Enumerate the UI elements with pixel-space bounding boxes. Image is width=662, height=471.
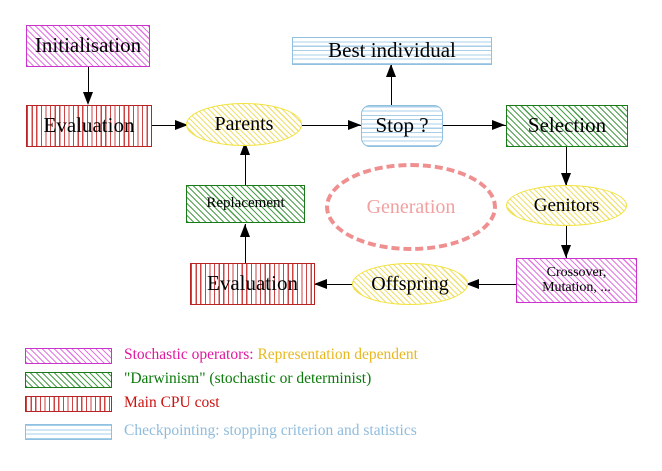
arrowhead-left bbox=[314, 278, 327, 289]
node-offspring[interactable]: Offspring bbox=[352, 263, 468, 305]
edge-parents-stop bbox=[302, 125, 362, 127]
node-selection[interactable]: Selection bbox=[506, 105, 628, 147]
edge-offspring-evaluation bbox=[314, 284, 356, 286]
legend-label-darwinism: "Darwinism" (stochastic or determinist) bbox=[124, 370, 372, 387]
node-crossover-mutation[interactable]: Crossover, Mutation, ... bbox=[516, 258, 637, 303]
node-initialisation-label: Initialisation bbox=[34, 33, 142, 58]
legend-swatch-blue bbox=[25, 424, 112, 440]
arrowhead-up bbox=[239, 142, 250, 155]
arrowhead-down bbox=[560, 173, 571, 186]
node-stop-label: Stop ? bbox=[375, 113, 429, 138]
legend-label-stochastic-text: Stochastic operators: bbox=[124, 346, 254, 363]
edge-genitors-crossover bbox=[566, 225, 568, 258]
node-generation-label: Generation bbox=[366, 195, 456, 218]
edge-evaluation-replacement bbox=[245, 224, 247, 266]
node-genitors[interactable]: Genitors bbox=[506, 185, 627, 226]
arrowhead-right bbox=[492, 119, 505, 130]
edge-crossover-offspring bbox=[466, 284, 516, 286]
node-crossover-mutation-label: Crossover, Mutation, ... bbox=[542, 265, 611, 295]
node-replacement-label: Replacement bbox=[206, 195, 285, 212]
arrowhead-up bbox=[239, 224, 250, 237]
node-offspring-label: Offspring bbox=[371, 272, 449, 295]
legend-label-checkpointing: Checkpointing: stopping criterion and st… bbox=[124, 422, 417, 439]
arrowhead-up bbox=[385, 64, 396, 77]
legend-label-main-cpu-cost: Main CPU cost bbox=[124, 394, 220, 411]
legend-label-stochastic: Stochastic operators: Representation dep… bbox=[124, 346, 418, 364]
arrowhead-right bbox=[175, 119, 188, 130]
edge-stop-best bbox=[391, 64, 393, 106]
legend-swatch-magenta bbox=[25, 348, 112, 364]
edge-selection-genitors bbox=[566, 146, 568, 186]
node-parents[interactable]: Parents bbox=[186, 103, 302, 146]
arrowhead-down bbox=[82, 92, 93, 105]
node-best-individual[interactable]: Best individual bbox=[292, 37, 492, 65]
node-selection-label: Selection bbox=[527, 113, 607, 138]
node-evaluation-bottom-label: Evaluation bbox=[207, 271, 298, 296]
legend-swatch-green bbox=[25, 372, 112, 388]
edge-replacement-parents bbox=[245, 142, 247, 186]
node-evaluation-top-label: Evaluation bbox=[43, 113, 135, 138]
edge-stop-selection bbox=[443, 125, 506, 127]
node-stop[interactable]: Stop ? bbox=[361, 105, 443, 147]
node-genitors-label: Genitors bbox=[533, 194, 600, 216]
arrowhead-down bbox=[560, 245, 571, 258]
arrowhead-left bbox=[466, 278, 479, 289]
legend-label-representation-dependent: Representation dependent bbox=[253, 346, 418, 363]
node-replacement[interactable]: Replacement bbox=[186, 185, 305, 223]
edge-evaluation-parents bbox=[152, 125, 188, 127]
node-evaluation-bottom[interactable]: Evaluation bbox=[190, 263, 315, 305]
legend-swatch-red bbox=[25, 396, 112, 412]
node-initialisation[interactable]: Initialisation bbox=[26, 25, 150, 67]
node-generation[interactable]: Generation bbox=[325, 163, 497, 251]
edge-initialisation-evaluation bbox=[88, 66, 90, 98]
arrowhead-right bbox=[348, 119, 361, 130]
node-best-individual-label: Best individual bbox=[328, 38, 456, 63]
node-parents-label: Parents bbox=[214, 113, 274, 136]
node-evaluation-top[interactable]: Evaluation bbox=[26, 105, 152, 147]
